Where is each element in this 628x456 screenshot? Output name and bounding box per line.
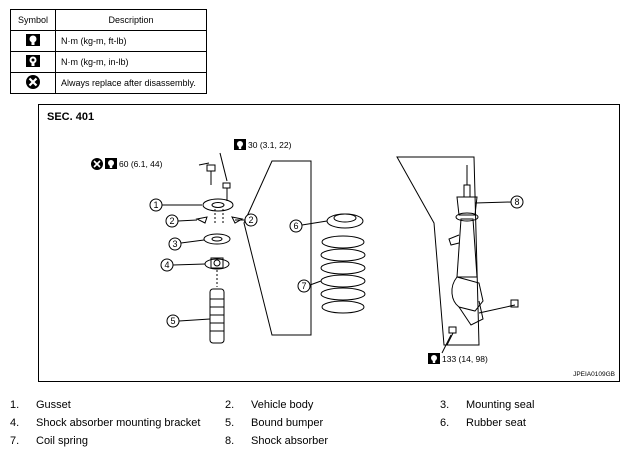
mounting-bracket-part	[204, 257, 230, 287]
section-title: SEC. 401	[47, 111, 95, 123]
svg-text:7: 7	[301, 281, 306, 291]
always-replace-icon	[91, 158, 103, 170]
list-item: 3.Mounting seal	[440, 399, 535, 411]
callout-1: 1	[149, 198, 163, 212]
torque-wrench-ftlb-icon	[428, 353, 440, 364]
spring-group-outline	[243, 160, 312, 336]
lower-nut	[446, 326, 457, 346]
callout-4: 4	[160, 258, 174, 272]
legend-header-description: Description	[55, 9, 207, 31]
svg-text:6: 6	[293, 221, 298, 231]
callout-7: 7	[297, 279, 311, 293]
torque-wrench-ftlb-icon	[234, 139, 246, 150]
rubber-seat-part	[326, 213, 364, 229]
legend-header-symbol: Symbol	[10, 9, 56, 31]
bracket-nut	[222, 182, 231, 201]
svg-text:2: 2	[248, 215, 253, 225]
legend-row-text: N·m (kg-m, ft-lb)	[55, 30, 207, 52]
svg-text:1: 1	[153, 200, 158, 210]
top-nut	[206, 164, 216, 185]
always-replace-icon	[10, 72, 56, 94]
coil-spring-part	[320, 235, 366, 314]
svg-text:4: 4	[164, 260, 169, 270]
list-item: 6.Rubber seat	[440, 417, 526, 429]
legend-row-text: N·m (kg-m, in-lb)	[55, 51, 207, 73]
svg-text:5: 5	[170, 316, 175, 326]
diagram-frame: SEC. 401	[38, 104, 620, 382]
suspension-exploded-view: 1 2 2 3 4 5 6	[91, 139, 524, 364]
list-item: 4.Shock absorber mounting bracket	[10, 417, 201, 429]
legend-row-text: Always replace after disassembly.	[55, 72, 207, 94]
lower-bolt	[478, 299, 519, 314]
svg-text:2: 2	[169, 216, 174, 226]
torque-wrench-ftlb-icon	[105, 158, 117, 169]
callout-8: 8	[510, 195, 524, 209]
callout-6: 6	[289, 219, 303, 233]
symbol-legend-table: Symbol Description N·m (kg-m, ft-lb) N·m…	[10, 9, 207, 94]
list-item: 5.Bound bumper	[225, 417, 324, 429]
list-item: 8.Shock absorber	[225, 435, 329, 447]
callout-2-right: 2	[244, 213, 258, 227]
shock-absorber-part	[448, 165, 484, 326]
torque-wrench-ftlb-icon	[10, 30, 56, 52]
shock-group-outline	[396, 156, 480, 346]
torque-wrench-inlb-icon	[10, 51, 56, 73]
torque-label-bracket-nut: 30 (3.1, 22)	[248, 140, 292, 150]
list-item: 2.Vehicle body	[225, 399, 314, 411]
vehicle-body-studs	[195, 209, 244, 224]
torque-label-top-nut: 60 (6.1, 44)	[119, 159, 163, 169]
callout-2-left: 2	[165, 214, 179, 228]
svg-text:8: 8	[514, 197, 519, 207]
callout-5: 5	[166, 314, 180, 328]
list-item: 1.Gusset	[10, 399, 71, 411]
mounting-seal-part	[203, 233, 231, 245]
callout-3: 3	[168, 237, 182, 251]
torque-label-lower-bolt: 133 (14, 98)	[442, 354, 488, 364]
gusset-part	[202, 198, 234, 212]
svg-text:3: 3	[172, 239, 177, 249]
list-item: 7.Coil spring	[10, 435, 88, 447]
bound-bumper-part	[209, 288, 225, 344]
image-code: JPEIA0109GB	[573, 371, 615, 378]
